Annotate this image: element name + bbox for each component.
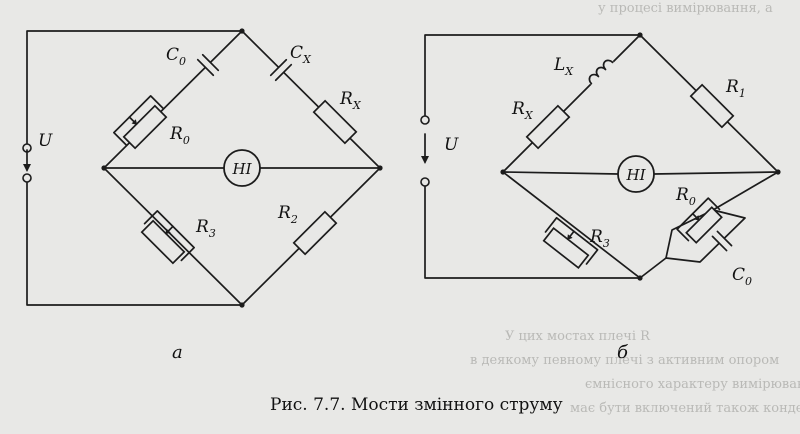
figure-caption: Рис. 7.7. Мости змінного струму <box>270 395 563 415</box>
circuit-b-r0-label: R0 <box>675 185 696 208</box>
circuit-a-sublabel: а <box>172 342 183 363</box>
circuit-b-resistor-rx <box>525 104 571 150</box>
bleed-text-line3: ємнісного характеру вимірюваних величин <box>585 377 800 392</box>
circuit-b-capacitor-c0 <box>709 228 735 254</box>
bleed-text-line1: У цих мостах плечі R <box>505 329 651 344</box>
circuit-b-arm-bottom-right-upper <box>712 171 779 211</box>
circuit-a-terminal-bottom <box>22 173 32 183</box>
bleed-text-line4: має бути включений також конденсатор. Пр… <box>570 401 800 416</box>
circuit-b-node-top <box>637 32 643 38</box>
circuit-b-terminal-bottom <box>420 177 430 187</box>
circuit-a-resistor-r3 <box>140 210 195 265</box>
circuit-b-arm-bottom-left <box>502 171 641 279</box>
circuit-a-arrowhead <box>23 164 31 172</box>
circuit-b-wire-top <box>424 34 641 121</box>
circuit-b-parallel-branch-r0 <box>665 209 714 259</box>
circuit-b-inductor-lx <box>584 55 616 87</box>
circuit-a-node-right <box>377 165 383 171</box>
circuit-a: U HI C0 CX <box>22 28 383 363</box>
circuit-a-arm-top-right <box>241 30 381 169</box>
circuit-b-r3-label: R3 <box>589 227 610 250</box>
circuit-a-wire-top <box>26 30 243 149</box>
circuit-b-resistor-r1 <box>689 83 735 129</box>
circuit-a-capacitor-c0 <box>195 52 221 78</box>
circuit-a-node-bottom <box>239 302 245 308</box>
circuit-b: U HI LX RX R1 <box>420 32 781 363</box>
circuit-a-resistor-r2 <box>292 210 338 256</box>
circuit-a-node-top <box>239 28 245 34</box>
circuit-a-capacitor-cx <box>268 57 294 83</box>
circuit-b-node-right <box>775 169 781 175</box>
circuit-a-arm-bottom-left <box>103 167 243 306</box>
circuit-a-c0-label: C0 <box>166 45 186 68</box>
circuit-b-r1-label: R1 <box>725 77 746 100</box>
circuit-b-source-label: U <box>444 135 459 155</box>
circuit-b-wire-bottom <box>424 181 641 279</box>
circuit-a-r2-label: R2 <box>277 203 298 226</box>
circuit-a-source-label: U <box>38 131 53 151</box>
circuit-b-arrowhead <box>421 156 429 164</box>
circuit-b-rx-label: RX <box>511 99 534 122</box>
circuit-a-r0-label: R0 <box>169 124 190 147</box>
circuit-b-node-left <box>500 169 506 175</box>
circuit-b-terminal-top <box>420 115 430 125</box>
circuit-a-resistor-rx <box>312 99 358 145</box>
bleed-text-line2: в деякому певному плечі з активним опоро… <box>470 353 779 368</box>
circuit-a-cx-label: CX <box>290 43 312 66</box>
circuit-b-meter-label: HI <box>625 166 646 184</box>
circuit-b-arm-bottom-right-lower <box>639 257 667 279</box>
circuit-b-null-indicator <box>617 155 655 193</box>
circuit-a-wire-bottom <box>26 177 243 306</box>
circuit-b-resistor-r0 <box>676 197 723 244</box>
circuit-a-null-indicator <box>223 149 261 187</box>
circuit-a-resistor-r0 <box>113 95 168 150</box>
circuit-a-node-left <box>101 165 107 171</box>
circuit-b-lx-label: LX <box>553 55 574 78</box>
circuit-a-rx-label: RX <box>339 89 362 112</box>
circuit-a-meter-label: HI <box>231 160 252 178</box>
bleed-text-top-right: у процесі вимірювання, а <box>598 1 773 16</box>
circuit-b-sublabel: б <box>617 342 629 363</box>
circuit-b-diagonal-right <box>653 171 779 175</box>
circuit-b-resistor-r3 <box>542 216 599 270</box>
circuit-b-arm-top-left <box>502 34 641 173</box>
circuit-b-diagonal-left <box>502 171 619 175</box>
circuit-b-c0-label: C0 <box>732 265 752 288</box>
circuit-a-r3-label: R3 <box>195 217 216 240</box>
circuit-b-node-bottom <box>637 275 643 281</box>
